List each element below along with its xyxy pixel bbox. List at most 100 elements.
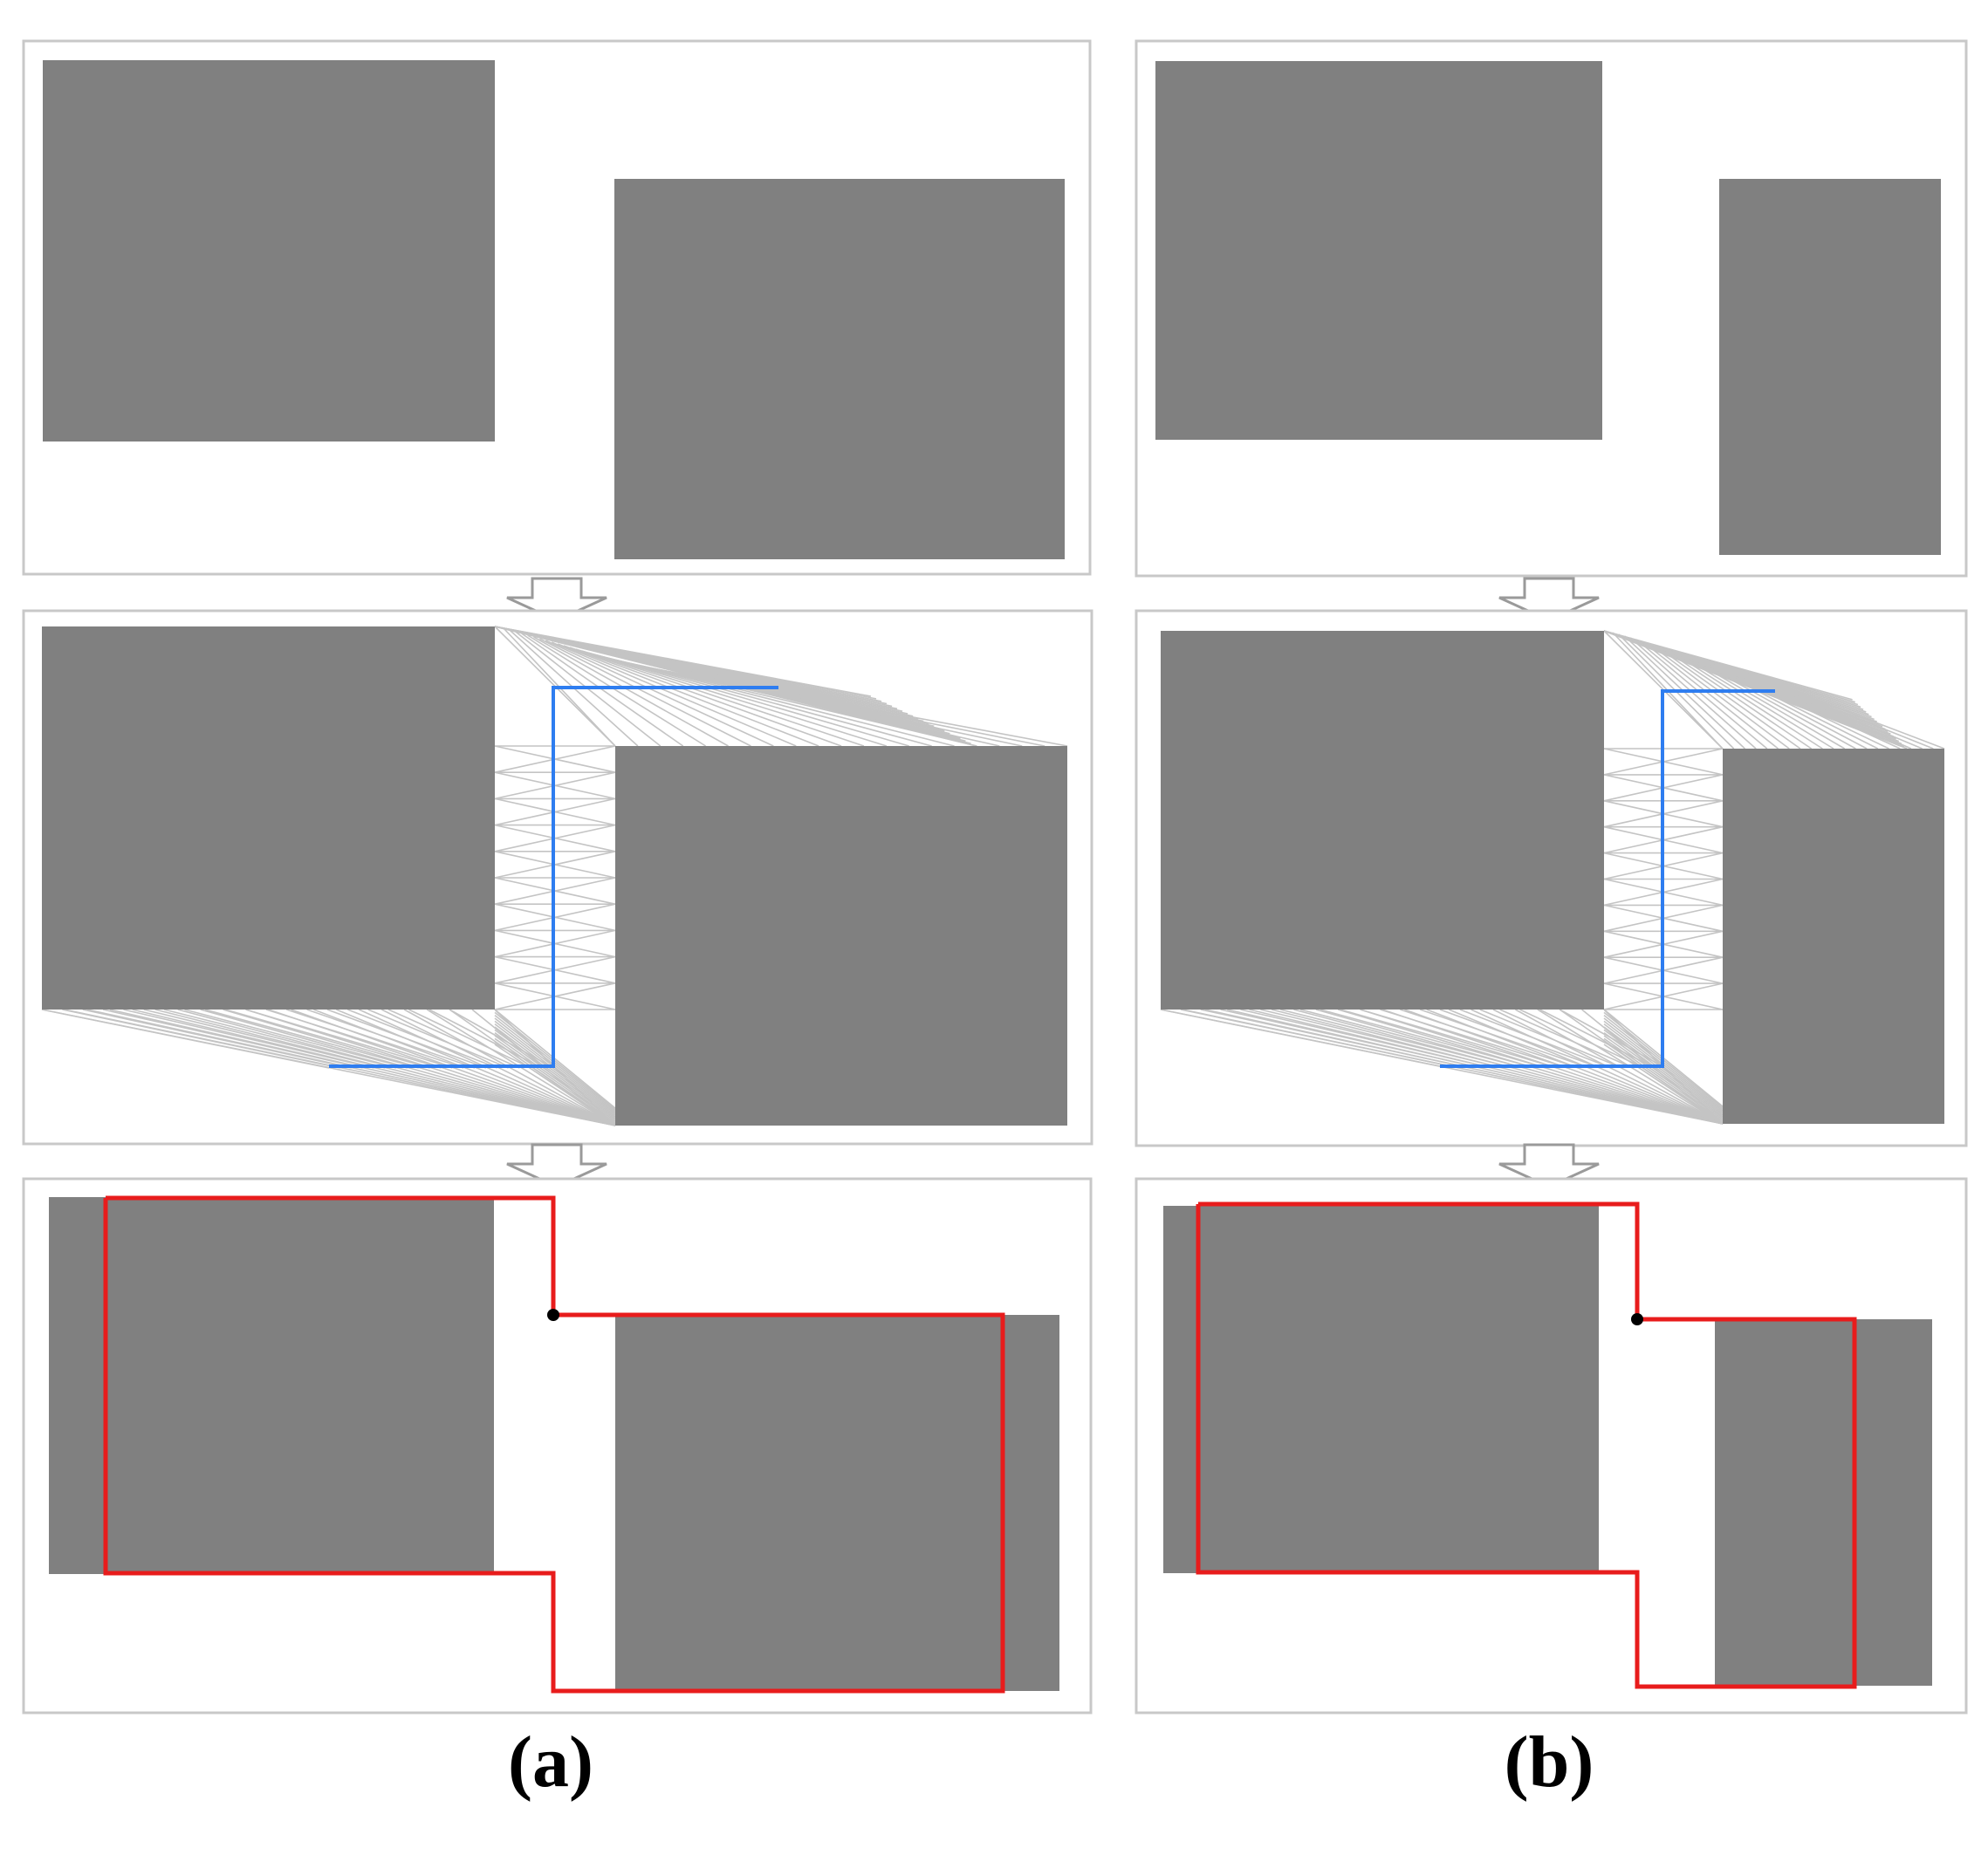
triangulation-line: [1603, 1041, 1724, 1123]
block-b-left: [1155, 61, 1602, 440]
down-arrow-icon: [506, 577, 607, 622]
triangulation-line: [1200, 1009, 1463, 1067]
triangulation-line: [557, 643, 819, 747]
triangulation-line: [575, 648, 888, 747]
triangulation-line: [1380, 1009, 1563, 1067]
triangulation-line: [1603, 1037, 1724, 1122]
triangulation-line: [224, 1009, 430, 1069]
triangulation-line: [494, 1035, 616, 1122]
triangulation-line: [367, 1009, 509, 1069]
triangulation-line: [1603, 1026, 1724, 1116]
triangulation-line: [494, 1026, 616, 1118]
triangulation-line: [527, 634, 707, 747]
triangulation-line: [1299, 1009, 1518, 1067]
triangulation-line: [521, 633, 684, 747]
triangulation-line: [1642, 640, 1779, 750]
triangulation-line: [1707, 660, 1901, 750]
triangulation-line: [1603, 1029, 1724, 1118]
triangulation-line: [1439, 1009, 1596, 1067]
triangulation-line: [1603, 1035, 1724, 1120]
split-point-b: [1631, 1313, 1643, 1325]
extracted-line-a: [329, 686, 778, 1068]
triangulation-line: [494, 1037, 616, 1124]
triangulation-line: [1701, 658, 1889, 750]
triangulation-line: [1654, 644, 1801, 750]
triangulation-line: [306, 1009, 476, 1069]
block-b3-right: [1715, 1319, 1932, 1686]
triangulation-line: [1629, 637, 1757, 750]
triangulation-line: [1459, 1009, 1608, 1067]
triangulation-line: [1677, 651, 1846, 750]
triangulation-line: [347, 1009, 498, 1069]
triangulation-line: [1603, 1032, 1724, 1119]
triangulation-line: [245, 1009, 442, 1069]
block-b2-left: [1161, 631, 1604, 1010]
triangulation-line: [563, 645, 842, 747]
block-b3-left: [1163, 1206, 1599, 1573]
triangulation-line: [545, 640, 774, 747]
triangulation-line: [1479, 1009, 1619, 1067]
block-a3-left: [49, 1197, 494, 1574]
triangulation-line: [184, 1009, 408, 1069]
triangulation-line: [1320, 1009, 1530, 1067]
triangulation-line: [286, 1009, 464, 1069]
triangulation-line: [1665, 647, 1823, 750]
block-a2-left: [42, 626, 495, 1010]
triangulation-line: [1419, 1009, 1586, 1067]
result-outline-b: [1196, 1201, 1857, 1689]
triangulation-line: [1360, 1009, 1552, 1067]
triangulation-line: [1400, 1009, 1574, 1067]
triangulation-line: [1519, 1009, 1641, 1067]
extracted-line-b: [1440, 689, 1775, 1068]
triangulation-line: [1724, 665, 1934, 750]
triangulation-line: [62, 1009, 341, 1069]
block-a3-right: [615, 1315, 1059, 1691]
triangulation-line: [494, 1044, 616, 1126]
block-b2-right: [1723, 749, 1944, 1124]
triangulation-line: [581, 650, 909, 747]
triangulation-line: [1260, 1009, 1496, 1067]
triangulation-line: [204, 1009, 420, 1069]
triangulation-line: [387, 1009, 520, 1069]
triangulation-line: [1499, 1009, 1630, 1067]
triangulation-line: [1635, 639, 1768, 750]
split-point-a: [547, 1309, 559, 1321]
triangulation-line: [41, 1009, 330, 1069]
triangulation-line: [551, 641, 797, 747]
triangulation-line: [408, 1009, 531, 1069]
triangulation-line: [494, 1032, 616, 1120]
triangulation-line: [494, 1023, 616, 1116]
triangulation-line: [569, 647, 865, 747]
down-arrow-icon: [506, 1143, 607, 1188]
triangulation-line: [494, 1029, 616, 1119]
triangulation-line: [1220, 1009, 1474, 1067]
triangulation-line: [1648, 642, 1790, 750]
triangulation-line: [1279, 1009, 1507, 1067]
triangulation-line: [1603, 1044, 1724, 1125]
caption-b: (b): [1504, 1722, 1594, 1803]
triangulation-line: [1603, 1023, 1724, 1114]
down-arrow-icon: [1498, 1143, 1600, 1188]
block-a-left: [43, 60, 495, 442]
block-b-right: [1719, 179, 1941, 555]
triangulation-line: [1180, 1009, 1451, 1067]
triangulation-line: [123, 1009, 374, 1069]
caption-a: (a): [508, 1722, 593, 1803]
block-a-right: [614, 179, 1065, 559]
triangulation-line: [82, 1009, 352, 1069]
triangulation-line: [1240, 1009, 1485, 1067]
triangulation-a: [41, 626, 1068, 1126]
triangulation-line: [102, 1009, 363, 1069]
triangulation-line: [494, 1041, 616, 1125]
triangulation-line: [143, 1009, 386, 1069]
triangulation-line: [623, 662, 1068, 747]
triangulation-line: [1713, 661, 1912, 750]
triangulation-line: [1340, 1009, 1540, 1067]
block-a2-right: [615, 746, 1067, 1126]
triangulation-line: [533, 636, 729, 747]
triangulation-line: [1690, 654, 1868, 750]
triangulation-line: [1731, 667, 1945, 750]
triangulation-line: [539, 638, 751, 747]
triangulation-line: [1671, 649, 1834, 750]
